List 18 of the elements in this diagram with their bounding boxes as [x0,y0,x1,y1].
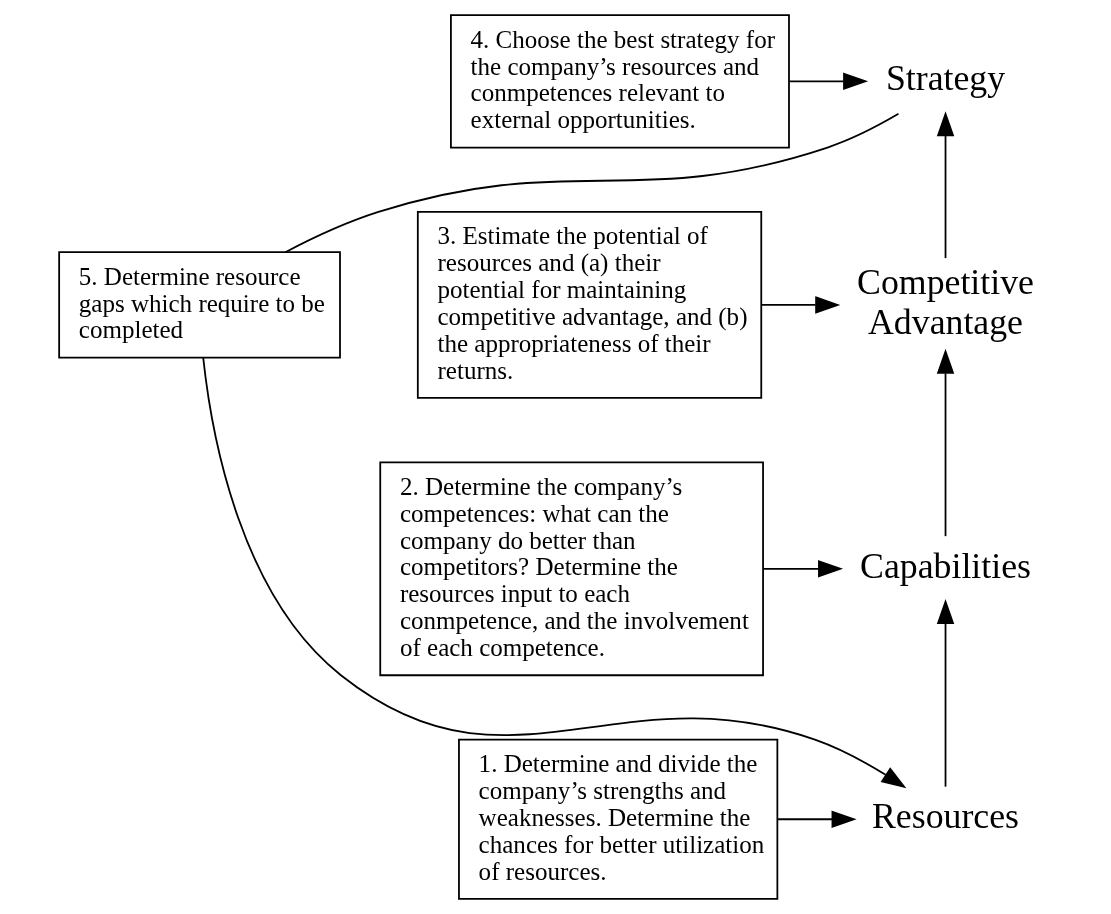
arrow [936,599,954,788]
arrow [759,296,840,314]
arrow [936,348,954,538]
node-text: Competitive Advantage [856,262,1034,342]
arrow [201,357,906,789]
arrow [762,560,843,578]
node-text: Capabilities [859,545,1031,586]
connector [284,112,899,254]
node-box: 4. Choose the best strategy for the company’s resources and conmpetences relevant to external opportunities. [449,14,790,149]
node-text: Strategy [885,58,1005,99]
node-box: 2. Determine the company’s competences: what can the company do better than competitors? Determine the resources input to each conmpetence, and the involvement of each competence. [378,461,764,677]
node-text: Resources [871,796,1019,837]
node-box: 5. Determine resource gaps which require to be completed [57,251,341,359]
arrow [776,810,857,828]
node-box: 3. Estimate the potential of resources and (a) their potential for maintaining competitive advantage, and (b) the appropriateness of their returns. [416,211,762,399]
arrow [936,111,954,259]
arrow [787,72,868,91]
node-box: 1. Determine and divide the company’s strengths and weaknesses. Determine the chances for better utilization of resources. [457,738,778,900]
